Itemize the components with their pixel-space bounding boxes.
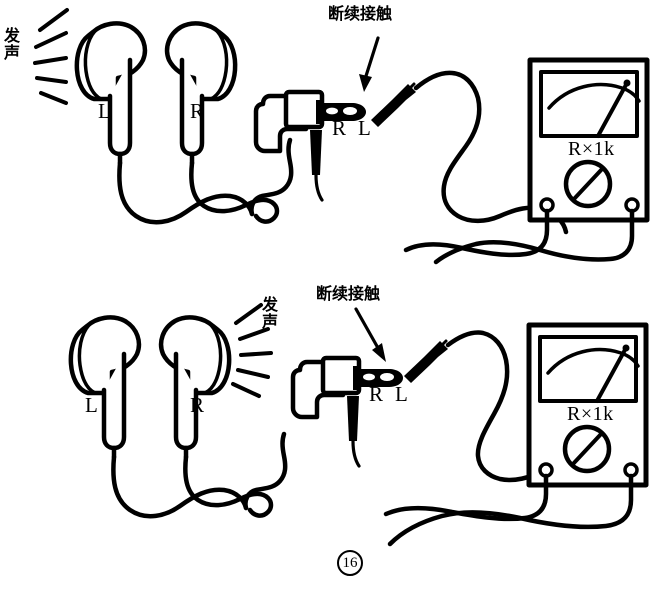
earbud-left-top [74, 21, 148, 166]
contact-label-top: 断续接触 [328, 4, 393, 23]
sound-rays-left-top [33, 8, 69, 105]
plug-contact-r-bottom: R [369, 382, 384, 406]
panel-bottom [68, 303, 649, 547]
earphone-cable-bottom [111, 431, 288, 519]
plug-contact-l-bottom: L [395, 382, 408, 406]
multimeter-bottom [383, 322, 649, 547]
headphone-plug-top [253, 89, 366, 202]
earbud-label-l-top: L [98, 99, 111, 123]
meter-range-label-bottom: R×1k [567, 403, 614, 425]
earbud-right-bottom [158, 315, 232, 460]
sounding-label-top: 发声 [4, 26, 21, 62]
contact-arrow-bottom [354, 307, 386, 362]
multimeter-top [403, 57, 650, 265]
earbud-label-l-bottom: L [85, 393, 98, 417]
headphone-plug-bottom [290, 355, 403, 468]
contact-label-bottom: 断续接触 [316, 284, 381, 303]
earbud-label-r-top: R [190, 99, 205, 123]
plug-contact-r-top: R [332, 116, 347, 140]
contact-arrow-top [359, 36, 380, 92]
sounding-label-bottom: 发声 [262, 295, 279, 331]
earbud-left-bottom [68, 315, 142, 460]
panel-top [33, 8, 650, 265]
earbud-right-top [164, 21, 238, 166]
earbud-label-r-bottom: R [190, 393, 205, 417]
meter-range-label-top: R×1k [568, 138, 615, 160]
sound-rays-right-bottom [231, 303, 273, 398]
earphone-cable-top [117, 137, 294, 225]
figure-number-text: 16 [342, 554, 358, 571]
plug-contact-l-top: L [358, 116, 371, 140]
test-probe-bottom [404, 330, 547, 483]
figure-number: 16 [337, 550, 363, 576]
